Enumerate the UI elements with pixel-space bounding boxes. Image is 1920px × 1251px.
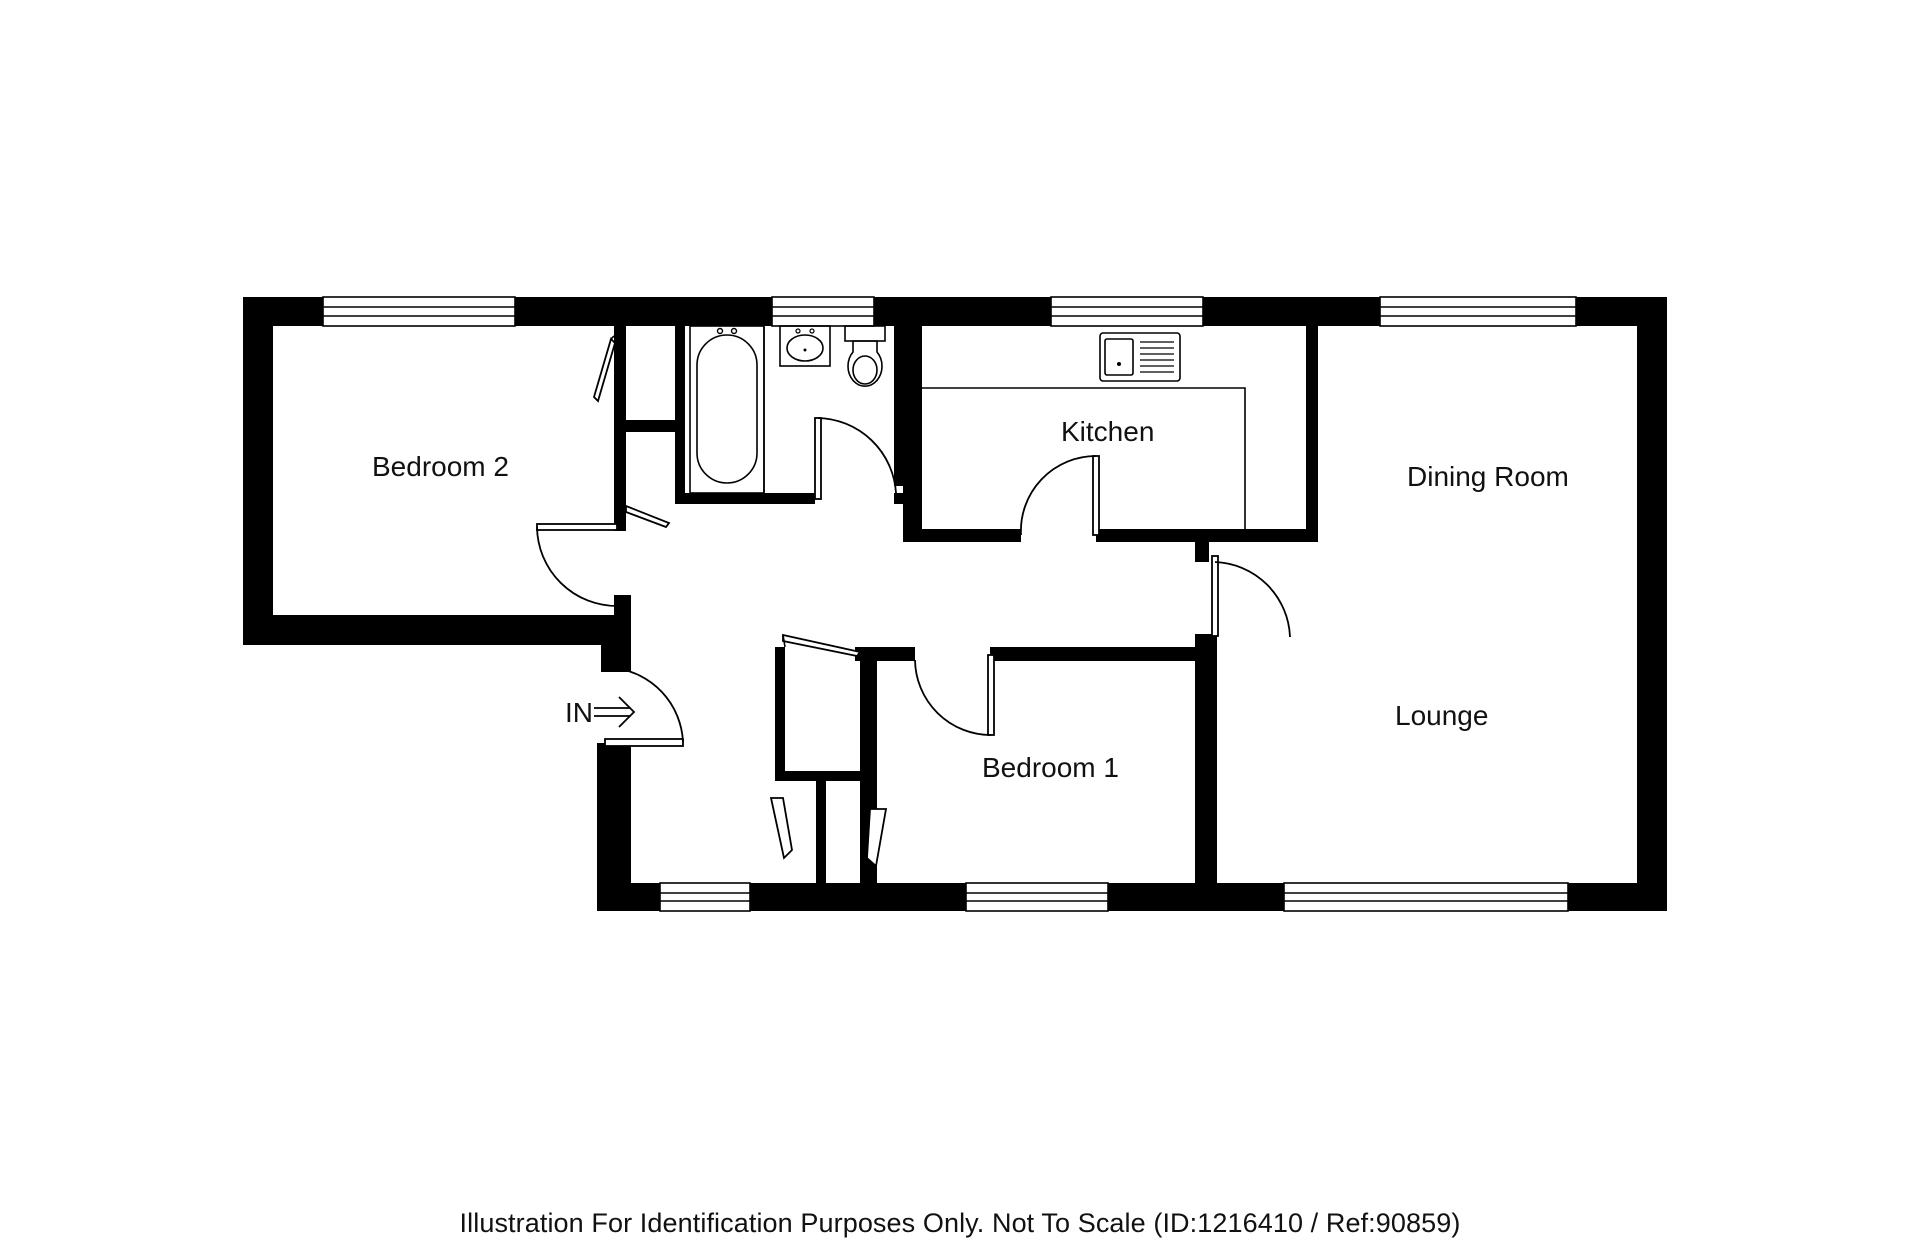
door-entrance[interactable] bbox=[604, 667, 684, 747]
door-bedroom2 bbox=[536, 523, 618, 607]
entrance-marker: IN bbox=[565, 696, 636, 728]
door-bedroom1 bbox=[914, 654, 995, 736]
disclaimer-caption: Illustration For Identification Purposes… bbox=[459, 1208, 1461, 1238]
room-labels: Bedroom 2 Kitchen Dining Room Lounge Bed… bbox=[372, 416, 1569, 783]
door-lounge bbox=[1211, 555, 1291, 638]
windows bbox=[322, 296, 1577, 912]
window-kitchen bbox=[1050, 296, 1204, 327]
toilet-icon bbox=[844, 325, 886, 387]
window-bathroom bbox=[771, 296, 875, 327]
door-cupboard-hall bbox=[625, 504, 671, 529]
window-bedroom2 bbox=[322, 296, 516, 327]
door-cupboard-upper bbox=[782, 633, 862, 657]
label-kitchen: Kitchen bbox=[1061, 416, 1154, 447]
door-cupboard-lower-left bbox=[769, 797, 793, 860]
outer-walls bbox=[243, 297, 1667, 911]
bath-icon bbox=[689, 325, 765, 494]
door-cupboard-bedroom2 bbox=[592, 335, 617, 403]
arrow-right-icon bbox=[594, 696, 636, 728]
window-hall bbox=[659, 882, 751, 912]
sink-icon bbox=[1099, 332, 1181, 382]
label-bedroom1: Bedroom 1 bbox=[982, 752, 1119, 783]
basin-icon bbox=[779, 325, 831, 367]
door-kitchen bbox=[1020, 455, 1100, 536]
bathroom-fixtures bbox=[689, 325, 886, 494]
door-bathroom bbox=[814, 417, 897, 500]
internal-walls bbox=[614, 326, 1318, 911]
door-cupboard-lower-right bbox=[866, 808, 888, 868]
doors bbox=[536, 335, 1291, 868]
label-lounge: Lounge bbox=[1395, 700, 1488, 731]
window-dining bbox=[1379, 296, 1577, 327]
label-dining-room: Dining Room bbox=[1407, 461, 1569, 492]
window-bedroom1 bbox=[965, 882, 1109, 912]
kitchen-fixtures bbox=[922, 332, 1246, 529]
entrance-label: IN bbox=[565, 697, 593, 728]
label-bedroom2: Bedroom 2 bbox=[372, 451, 509, 482]
window-lounge bbox=[1283, 882, 1569, 912]
